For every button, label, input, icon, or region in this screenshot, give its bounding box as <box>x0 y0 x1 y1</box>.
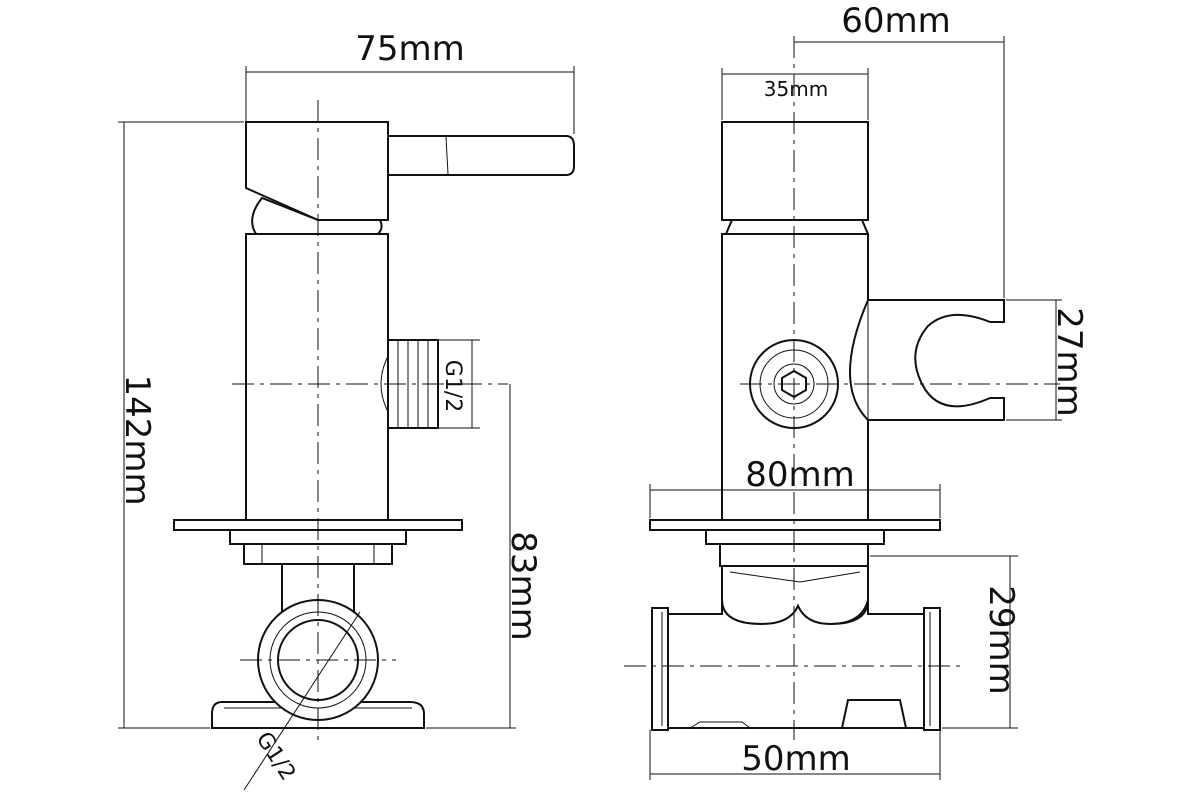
box-bottom-tab <box>840 699 908 729</box>
dim-box-height: 29mm <box>981 585 1021 695</box>
mixing-box <box>667 599 927 729</box>
front-view: 75mm 142mm 83mm G1/2 G1/2 <box>117 29 575 791</box>
dim-box-width: 50mm <box>741 739 851 779</box>
lever-handle <box>385 135 575 176</box>
dim-holder-height: 27mm <box>1049 307 1089 417</box>
stem-chamfer <box>729 571 861 583</box>
bottom-thread-label: G1/2 <box>251 728 301 786</box>
side-wall-plate <box>649 519 941 531</box>
outlet-nut <box>380 355 389 413</box>
box-left-cap <box>651 607 669 731</box>
side-view: 60mm 35mm 27mm 80mm 29mm 50mm <box>624 1 1089 780</box>
outlet-ring-core <box>773 363 815 405</box>
shower-holder <box>849 299 1005 421</box>
bottom-thread-leader <box>243 611 361 791</box>
side-collar <box>724 219 870 235</box>
box-right-cap <box>923 607 941 731</box>
lever-grip-line <box>445 136 449 175</box>
box-bottom-notch <box>689 721 751 729</box>
dim-height-lower: 83mm <box>503 531 543 641</box>
dim-width-body: 35mm <box>764 77 828 101</box>
dim-plate-width: 80mm <box>745 455 855 495</box>
dim-width-top: 75mm <box>355 29 465 69</box>
side-plate-flange <box>705 529 885 545</box>
dim-height-total: 142mm <box>117 374 157 505</box>
side-handle-cap <box>721 121 869 221</box>
dim-width-overall: 60mm <box>841 1 951 41</box>
side-thread-label: G1/2 <box>440 360 465 412</box>
valve-body <box>245 233 389 521</box>
